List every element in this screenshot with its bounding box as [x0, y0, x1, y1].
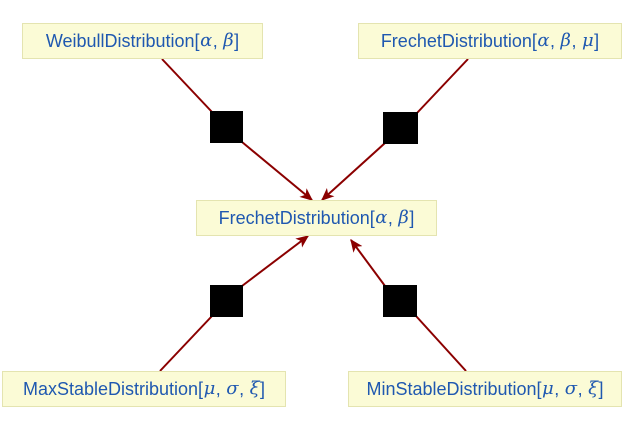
node-param-sep: , — [571, 31, 582, 51]
node-label-suffix: ] — [260, 379, 266, 399]
vertex-square-top-right[interactable] — [383, 112, 418, 144]
node-param-sep: , — [212, 31, 223, 51]
node-param-xi: ξ — [588, 378, 598, 399]
node-param-mu: μ — [203, 378, 216, 399]
node-label-prefix: WeibullDistribution[ — [45, 31, 200, 51]
node-frechet-distribution-2param[interactable]: FrechetDistribution[α, β] — [196, 200, 437, 236]
node-param-sep: , — [554, 379, 565, 399]
node-param-mu: μ — [542, 378, 554, 399]
node-param-sep: , — [387, 208, 398, 228]
edge-vertex-to-frechet-bottomright — [350, 238, 386, 287]
node-param-beta: β — [560, 30, 571, 51]
node-label-suffix: ] — [598, 379, 604, 399]
node-frechet-distribution-3param[interactable]: FrechetDistribution[α, β, μ] — [358, 23, 622, 59]
edge-vertex-to-frechet-bottomleft — [241, 235, 310, 287]
node-param-sigma: σ — [564, 378, 578, 399]
edge-vertex-to-frechet-topright — [321, 142, 386, 201]
edge-weibull-to-vertex — [161, 58, 213, 113]
node-param-alpha: α — [200, 30, 213, 51]
node-param-beta: β — [223, 30, 234, 51]
node-maxstable-distribution[interactable]: MaxStableDistribution[μ, σ, ξ] — [2, 371, 286, 407]
node-label-prefix: MinStableDistribution[ — [366, 379, 542, 399]
edge-minstable-to-vertex — [415, 315, 467, 372]
vertex-square-bottom-left[interactable] — [210, 285, 243, 317]
node-param-sep: , — [239, 379, 250, 399]
node-weibull-distribution[interactable]: WeibullDistribution[α, β] — [22, 23, 263, 59]
node-label-suffix: ] — [594, 31, 600, 51]
node-label-prefix: FrechetDistribution[ — [218, 208, 375, 228]
node-param-mu: μ — [581, 30, 594, 51]
vertex-square-top-left[interactable] — [210, 111, 243, 143]
node-minstable-distribution[interactable]: MinStableDistribution[μ, σ, ξ] — [348, 371, 622, 407]
node-label-prefix: FrechetDistribution[ — [380, 31, 537, 51]
node-label-prefix: MaxStableDistribution[ — [22, 379, 204, 399]
node-param-sep: , — [550, 31, 561, 51]
edge-frechet3-to-vertex — [416, 58, 469, 114]
vertex-square-bottom-right[interactable] — [383, 285, 417, 317]
edge-vertex-to-frechet-topleft — [241, 141, 314, 201]
node-param-alpha: α — [537, 30, 550, 51]
node-label-suffix: ] — [409, 208, 415, 228]
node-param-beta: β — [398, 207, 409, 228]
node-param-sep: , — [215, 379, 226, 399]
node-param-sep: , — [577, 379, 588, 399]
edge-maxstable-to-vertex — [159, 315, 213, 372]
node-label-suffix: ] — [234, 31, 240, 51]
node-param-sigma: σ — [226, 378, 239, 399]
node-param-xi: ξ — [249, 378, 260, 399]
node-param-alpha: α — [375, 207, 388, 228]
